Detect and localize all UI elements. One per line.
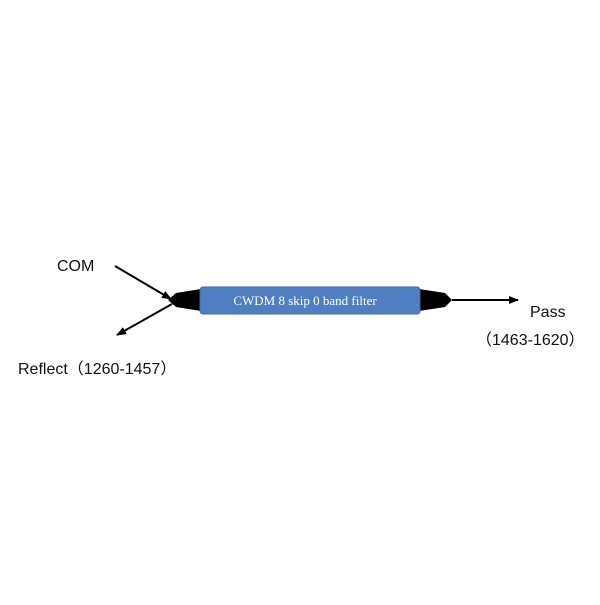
left-fiber-boot	[168, 289, 201, 311]
filter-label: CWDM 8 skip 0 band filter	[233, 293, 377, 308]
right-fiber-boot	[419, 289, 452, 311]
pass-label: Pass	[530, 304, 566, 321]
reflect-fiber-line	[116, 303, 173, 336]
filter-body	[199, 286, 421, 315]
com-fiber-line	[114, 265, 172, 300]
com-label: COM	[57, 258, 95, 275]
reflect-label: Reflect（1260-1457）	[18, 361, 177, 378]
pass-range-label: （1463-1620）	[476, 332, 585, 349]
